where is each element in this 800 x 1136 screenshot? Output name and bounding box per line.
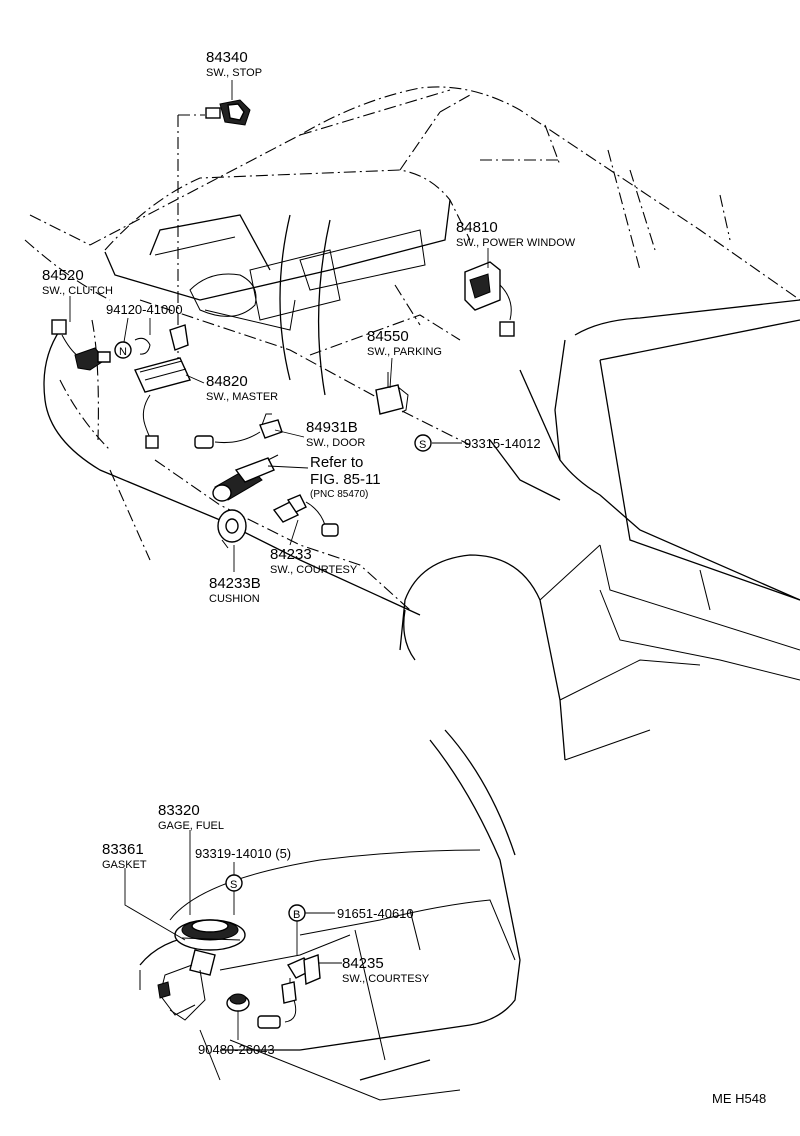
master-switch-part <box>134 324 191 449</box>
part-number-master-switch: 84820 <box>206 373 248 390</box>
part-number-courtesy-switch-front: 84233 <box>270 546 312 563</box>
part-labels: 84340 SW., STOP 84810 SW., POWER WINDOW … <box>42 49 766 1106</box>
part-number-courtesy-switch-rear: 84235 <box>342 955 384 972</box>
door-lock-cylinder-part <box>212 454 279 502</box>
refer-line-2: FIG. 85-11 <box>310 471 381 488</box>
car-body-lower <box>139 729 521 1101</box>
part-name-courtesy-switch-front: SW., COURTESY <box>270 564 358 576</box>
part-number-nut: 94120-41000 <box>106 302 183 317</box>
power-window-switch-part <box>464 261 515 337</box>
part-number-screw-upper: 93315-14012 <box>464 436 541 451</box>
stop-switch-part <box>177 99 251 365</box>
screw-symbol-upper-letter: S <box>419 439 426 451</box>
screw-symbol-lower: S <box>225 874 243 892</box>
part-number-cushion: 84233B <box>209 575 261 592</box>
part-number-parking-switch: 84550 <box>367 328 409 345</box>
refer-line-3: (PNC 85470) <box>310 489 368 500</box>
screw-symbol-lower-letter: S <box>230 879 237 891</box>
part-number-clutch-switch: 84520 <box>42 267 84 284</box>
fuel-gage-part <box>157 919 246 1021</box>
part-number-fuel-gage: 83320 <box>158 802 200 819</box>
courtesy-switch-front-part <box>272 494 339 537</box>
figure-code: ME H548 <box>712 1091 766 1106</box>
leader-lines <box>69 80 489 1040</box>
courtesy-switch-rear-part <box>257 954 321 1029</box>
bolt-symbol: B <box>288 904 306 922</box>
part-number-door-switch: 84931B <box>306 419 358 436</box>
clutch-switch-part <box>51 319 111 371</box>
part-number-power-window-switch: 84810 <box>456 219 498 236</box>
bolt-symbol-letter: B <box>293 909 300 921</box>
part-number-screw-lower: 93319-14010 (5) <box>195 846 291 861</box>
nut-symbol: N <box>114 337 151 359</box>
part-number-stop-switch: 84340 <box>206 49 248 66</box>
part-name-stop-switch: SW., STOP <box>206 67 262 79</box>
car-body-upper <box>24 86 800 761</box>
part-name-parking-switch: SW., PARKING <box>367 346 442 358</box>
screw-symbol-upper: S <box>414 434 432 452</box>
part-name-courtesy-switch-rear: SW., COURTESY <box>342 973 430 985</box>
nut-symbol-letter: N <box>119 346 127 358</box>
part-number-grommet: 90480-26043 <box>198 1042 275 1057</box>
parking-switch-part <box>375 372 409 415</box>
part-name-master-switch: SW., MASTER <box>206 391 278 403</box>
part-name-clutch-switch: SW., CLUTCH <box>42 285 113 297</box>
part-name-gasket: GASKET <box>102 859 147 871</box>
door-switch-part <box>194 413 283 449</box>
cushion-part <box>217 509 247 549</box>
part-number-gasket: 83361 <box>102 841 144 858</box>
refer-line-1: Refer to <box>310 454 363 471</box>
part-name-power-window-switch: SW., POWER WINDOW <box>456 237 576 249</box>
part-name-fuel-gage: GAGE, FUEL <box>158 820 224 832</box>
part-name-cushion: CUSHION <box>209 593 260 605</box>
part-number-bolt: 91651-40610 <box>337 906 414 921</box>
grommet-part <box>226 993 250 1012</box>
part-name-door-switch: SW., DOOR <box>306 437 365 449</box>
